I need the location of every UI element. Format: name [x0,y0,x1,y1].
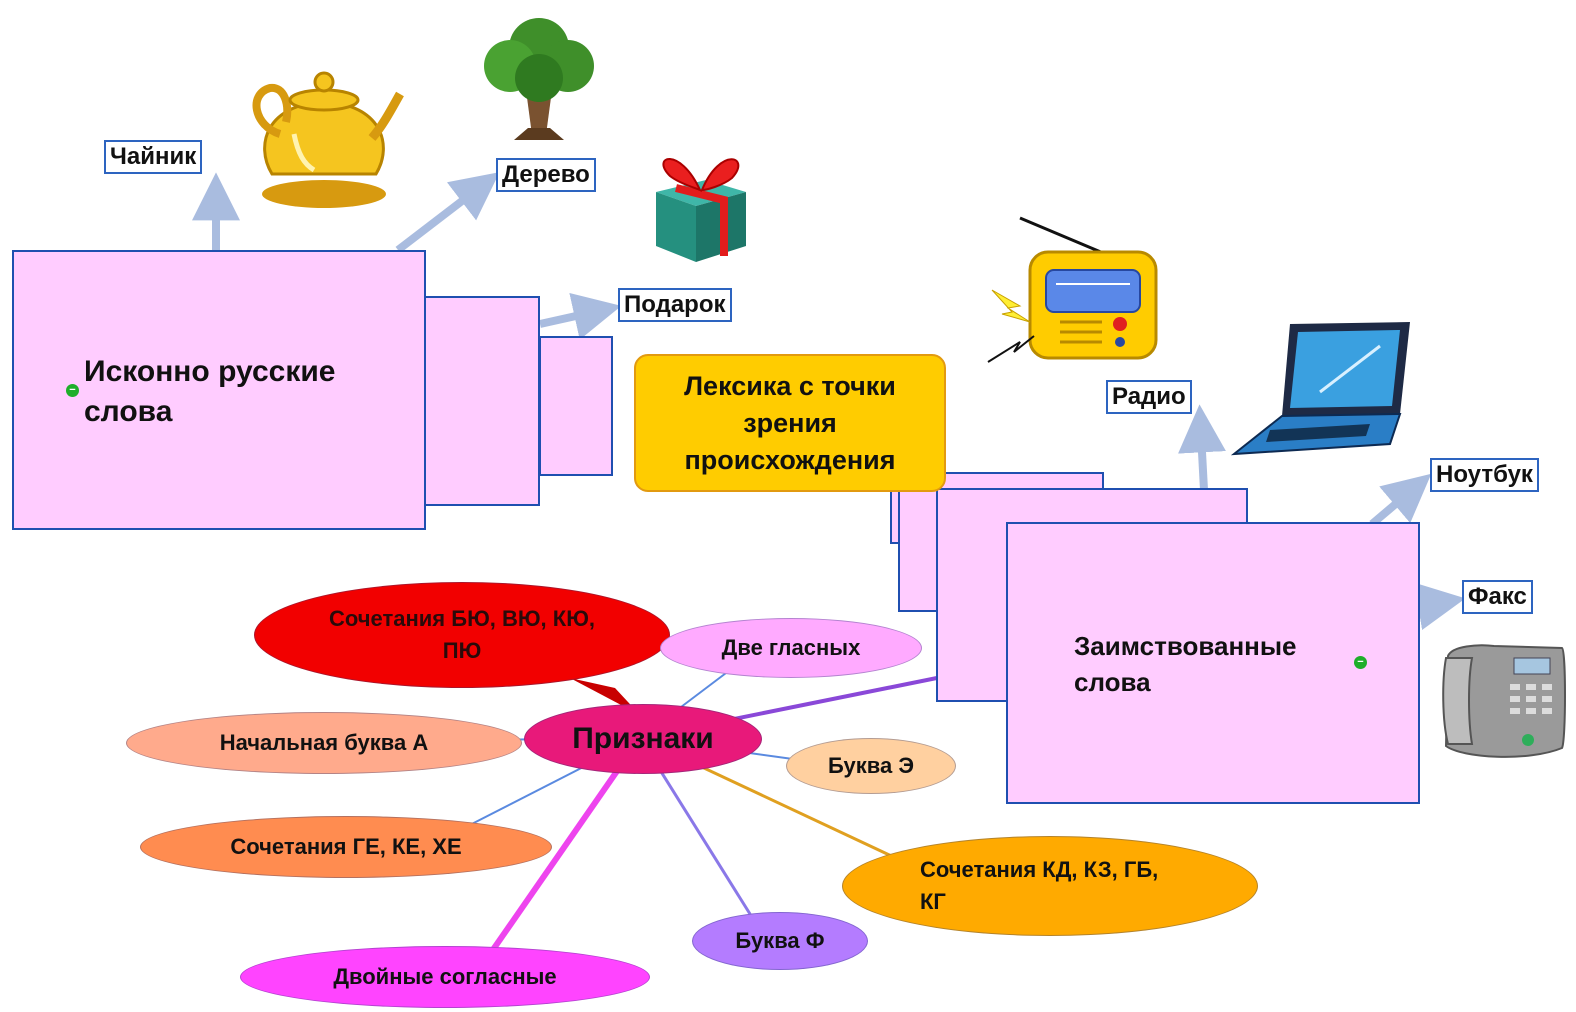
feature-letter-e-text: Буква Э [827,753,914,778]
features-hub[interactable]: Признаки [524,704,762,774]
example-chainik[interactable]: Чайник [104,140,203,174]
feature-initial-a-text: Начальная буква А [219,730,429,755]
example-noutbuk[interactable]: Ноутбук [1430,458,1539,492]
feature-ge-ke-he-text: Сочетания ГЕ, КЕ, ХЕ [230,834,462,859]
feature-initial-a[interactable]: Начальная буква А [126,712,522,774]
feature-double-consonants-text: Двойные согласные [333,964,557,989]
arrow-to-podarok [539,292,622,340]
feature-ge-ke-he[interactable]: Сочетания ГЕ, КЕ, ХЕ [140,816,552,878]
gift-icon [656,158,746,262]
example-derevo[interactable]: Дерево [496,158,596,192]
arrow-to-faks [1414,582,1466,630]
features-hub-text: Признаки [572,722,714,755]
spoke-double-consonants [487,736,643,956]
laptop-icon [1230,322,1410,456]
example-radio[interactable]: Радио [1106,380,1192,414]
native-box-layer-3 [539,336,613,476]
native-words-title: Исконно русские слова [84,355,336,428]
phone-icon [1442,644,1566,758]
tree-icon [484,18,594,140]
teapot-icon [252,71,404,208]
native-words-box[interactable]: − Исконно русские слова [12,250,426,530]
feature-byu-vyu[interactable]: Сочетания БЮ, ВЮ, КЮ, ПЮ [254,582,670,688]
feature-kd-kz[interactable]: Сочетания КД, КЗ, ГБ, КГ [842,836,1258,936]
feature-byu-vyu-text: Сочетания БЮ, ВЮ, КЮ, ПЮ [328,606,596,663]
collapse-icon[interactable]: − [66,384,79,397]
feature-kd-kz-text: Сочетания КД, КЗ, ГБ, КГ [920,857,1159,914]
native-box-layer-2 [424,296,540,506]
feature-double-consonants[interactable]: Двойные согласные [240,946,650,1008]
example-faks[interactable]: Факс [1462,580,1533,614]
feature-letter-f-text: Буква Ф [735,928,825,953]
arrow-to-radio [1178,404,1226,491]
feature-two-vowels[interactable]: Две гласных [660,618,922,678]
borrowed-words-box[interactable]: Заимствованные слова − [1006,522,1420,804]
feature-letter-e[interactable]: Буква Э [786,738,956,794]
borrowed-words-title: Заимствованные слова [1074,631,1297,697]
radio-icon [987,216,1158,363]
central-topic[interactable]: Лексика с точки зрения происхождения [634,354,946,492]
arrow-to-derevo [395,172,500,254]
feature-two-vowels-text: Две гласных [721,635,861,660]
collapse-icon[interactable]: − [1354,656,1367,669]
example-podarok[interactable]: Подарок [618,288,732,322]
central-topic-text: Лексика с точки зрения происхождения [684,370,896,475]
arrow-to-noutbuk [1369,473,1432,528]
feature-letter-f[interactable]: Буква Ф [692,912,868,970]
